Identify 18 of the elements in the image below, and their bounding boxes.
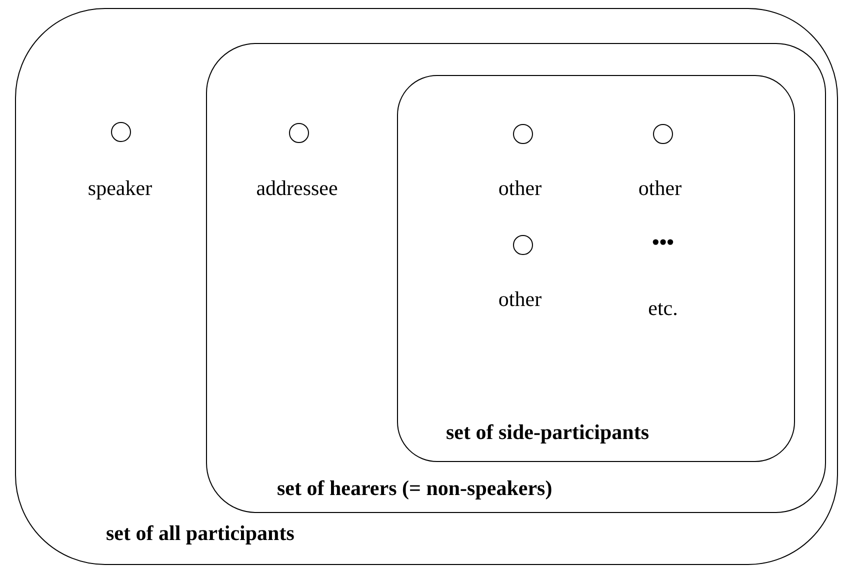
- set-title: set of hearers (= non-speakers): [277, 476, 552, 501]
- set-title: set of all participants: [106, 521, 294, 546]
- participant-circle: [653, 124, 673, 144]
- set-title: set of side-participants: [446, 420, 649, 445]
- participant-label: etc.: [648, 296, 678, 321]
- participant-label: other: [498, 176, 542, 201]
- participant-label: other: [498, 287, 542, 312]
- set-boundary: [15, 8, 838, 565]
- participant-circle: [513, 235, 533, 255]
- participant-circle: [111, 122, 131, 142]
- participant-label: addressee: [256, 176, 338, 201]
- participant-label: other: [638, 176, 682, 201]
- set-boundary: [397, 75, 795, 462]
- participant-label: speaker: [88, 176, 152, 201]
- participant-circle: [289, 123, 309, 143]
- participant-circle: [513, 124, 533, 144]
- ellipsis-mark: •••: [652, 230, 674, 255]
- set-boundary: [206, 43, 826, 513]
